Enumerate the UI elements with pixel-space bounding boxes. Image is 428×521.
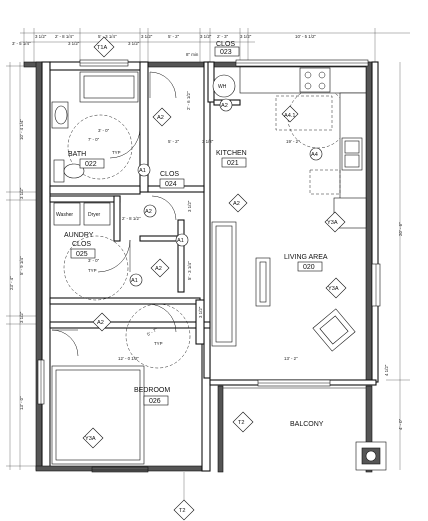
dim-int-15: 3 1/2" xyxy=(198,306,203,318)
dim-left-6: 23' - 4" xyxy=(9,276,14,290)
dim-top-2: 2' - 8 1/4" xyxy=(55,34,74,39)
dim-int-16: 4 1/2" xyxy=(384,364,389,376)
dim-top-8: 3 1/2" xyxy=(240,34,252,39)
dim-int-6: TYP xyxy=(112,150,121,155)
dim-top-5: 5' - 2" xyxy=(168,34,180,39)
windows xyxy=(37,59,381,473)
tag-a1-laundry: A1 xyxy=(131,278,138,284)
tag-a2-closet: A2 xyxy=(221,103,228,109)
dim-top-3: 5' - 3 1/4" xyxy=(98,34,117,39)
dim-left-1: 10' - 4 1/4" xyxy=(19,119,24,140)
exterior-walls xyxy=(23,61,379,473)
dim-int-18: 20' - 6" xyxy=(398,222,403,236)
dim-int-11: TYP xyxy=(154,341,163,346)
tag-t2-balcony: T2 xyxy=(238,420,245,426)
balcony: BALCONY xyxy=(223,387,387,471)
dim-int-14: 19' - 2" xyxy=(286,139,300,144)
living-number: 020 xyxy=(303,264,315,271)
closet-023-name: CLOS xyxy=(216,41,235,48)
dim-int-3: 3 1/2" xyxy=(202,139,214,144)
dim-int-10: 5' - 7" xyxy=(146,327,159,337)
dim-int-19: TYP xyxy=(88,268,97,273)
laundry-name-line2: CLOS xyxy=(72,241,91,248)
tag-a2-laundry: A2 xyxy=(155,266,162,272)
dim-top2-1: 3' - 5 1/4" xyxy=(12,41,31,46)
dim-left-4: 3 1/2" xyxy=(19,311,24,323)
closet-023: WH CLOS 023 xyxy=(207,41,241,106)
interior-dimensions: 2' - 6 1/2" 5' - 2" 3 1/2" 7' - 0" 3' - … xyxy=(88,62,410,470)
tag-y3a-living: Y3A xyxy=(328,286,339,292)
tag-a2-closet2: A2 xyxy=(145,209,152,215)
tag-a2-hall: A2 xyxy=(97,320,104,326)
tag-t2-bottom: T2 xyxy=(179,508,186,514)
laundry: Washer Dryer AUNDRY CLOS 025 xyxy=(53,202,111,259)
bath-name: BATH xyxy=(68,151,86,158)
bedroom-name: BEDROOM xyxy=(134,387,170,394)
kitchen-number: 021 xyxy=(227,160,239,167)
bedroom-number: 026 xyxy=(149,398,161,405)
closet-023-number: 023 xyxy=(220,49,232,56)
living-name: LIVING AREA xyxy=(284,254,328,261)
dryer-label: Dryer xyxy=(88,212,101,218)
dim-int-17: 4' - 0" xyxy=(398,418,403,430)
closet-024-number: 024 xyxy=(165,181,177,188)
dim-int-2: 5' - 2" xyxy=(168,139,180,144)
dim-top2-3: 8" min xyxy=(186,52,199,57)
water-heater xyxy=(212,74,236,98)
dim-int-1: 2' - 6 1/2" xyxy=(186,91,191,110)
tag-a2-kitchen: A2 xyxy=(233,201,240,207)
bath-number: 022 xyxy=(85,161,97,168)
washer-label: Washer xyxy=(56,212,73,218)
dim-int-7: 2' - 8 1/2" xyxy=(122,216,141,221)
closet-024-name: CLOS xyxy=(160,171,179,178)
washer xyxy=(53,202,81,226)
dim-int-12: 12' - 0 1/2" xyxy=(118,356,139,361)
tag-a4: A4 xyxy=(311,152,318,158)
tag-a1-bath: A1 xyxy=(139,168,146,174)
dim-int-20: 3' - 0" xyxy=(88,258,100,263)
dryer xyxy=(83,202,111,226)
tag-a2-bath: A2 xyxy=(157,115,164,121)
dim-top-7: 2' - 3" xyxy=(217,34,229,39)
dim-top-6: 3 1/2" xyxy=(200,34,212,39)
dim-top2-2: 3 1/2" xyxy=(68,41,80,46)
dim-top-4: 3 1/2" xyxy=(141,34,153,39)
living-area: LIVING AREA 020 xyxy=(211,221,356,352)
balcony-name: BALCONY xyxy=(290,421,324,428)
dim-int-9: 3 1/2" xyxy=(187,200,192,212)
tag-t1a: T1A xyxy=(97,45,108,51)
dim-int-5: 3' - 0" xyxy=(98,128,110,133)
range xyxy=(299,67,331,93)
water-heater-label: WH xyxy=(218,84,227,90)
kitchen-fixtures: KITCHEN 021 xyxy=(216,66,367,229)
armchair xyxy=(312,308,356,352)
bedroom: BEDROOM 026 xyxy=(51,365,170,465)
door-swings xyxy=(51,71,177,357)
toilet-tank xyxy=(53,159,65,183)
laundry-name-line1: AUNDRY xyxy=(64,232,94,239)
left-dimensions: 10' - 4 1/4" 3 1/2" 5' - 9 1/4" 3 1/2" 1… xyxy=(6,62,40,470)
kitchen-name: KITCHEN xyxy=(216,150,247,157)
bath-fixtures xyxy=(51,71,139,183)
dim-left-3: 5' - 9 1/4" xyxy=(19,256,24,275)
dim-int-8: 5' - 3 1/4" xyxy=(187,261,192,280)
dim-top-1: 3 1/2" xyxy=(35,34,47,39)
dim-top2-4: 3 1/2" xyxy=(128,41,140,46)
bath-label: BATH 022 xyxy=(68,151,105,169)
tag-a41: A4.1 xyxy=(284,113,296,119)
callouts: T1A A2 A2 A2 A2 A2 A2 A1 A1 A1 Y3A Y3A Y… xyxy=(82,36,347,521)
dim-int-4: 7' - 0" xyxy=(88,137,100,142)
tag-a1-hall: A1 xyxy=(177,238,184,244)
dim-left-5: 13' - 0" xyxy=(19,396,24,410)
closet-024: CLOS 024 xyxy=(159,171,185,189)
top-dimensions: 3 1/2" 2' - 8 1/4" 5' - 3 1/4" 3 1/2" 5'… xyxy=(12,28,410,66)
tag-y3a-kitchen: Y3A xyxy=(327,220,338,226)
tag-y3a-bedroom: Y3A xyxy=(85,436,96,442)
dim-top-9: 10' - 5 1/2" xyxy=(295,34,316,39)
laundry-number: 025 xyxy=(76,251,88,258)
dim-int-13: 13' - 2" xyxy=(284,356,298,361)
toilet-bowl xyxy=(63,163,85,179)
dim-left-2: 3 1/2" xyxy=(19,187,24,199)
